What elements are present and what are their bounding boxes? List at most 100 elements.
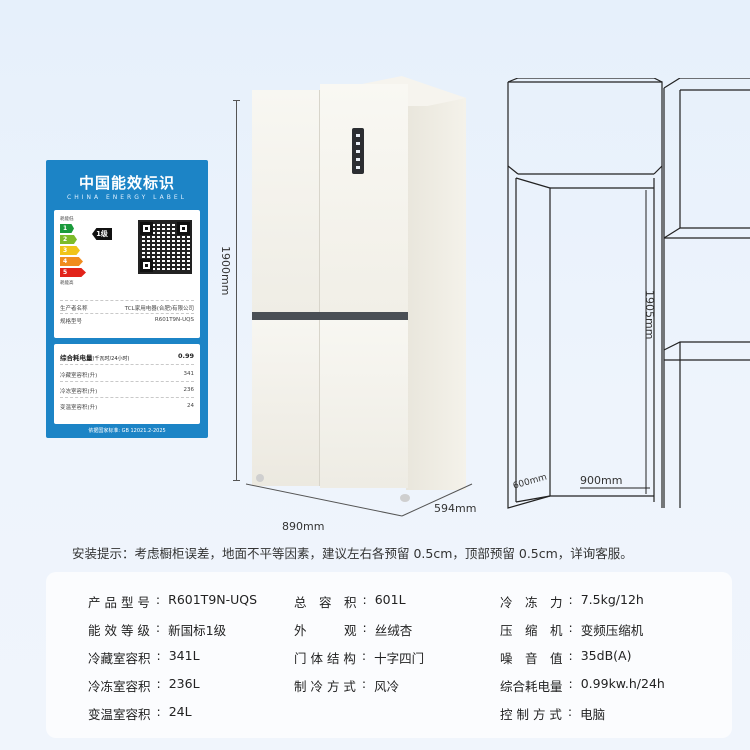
energy-grade-panel: 耗能低 1 2 3 4 5 1级 耗能高 生产者名称 TCL家用电器(合肥)有限…	[54, 210, 200, 338]
spec-separator: :	[155, 620, 161, 635]
spec-key: 噪 音 值	[500, 651, 563, 666]
spec-value: 新国标1级	[168, 623, 227, 638]
spec-value: 236L	[168, 676, 200, 691]
label-data-key: 变温室容积(升)	[60, 405, 98, 411]
fridge-handle-strip	[252, 312, 408, 320]
spec-key: 综合耗电量	[500, 679, 563, 694]
spec-item: 总 容 积 : 601L	[294, 592, 406, 611]
label-data-row: 冷藏室容积(升) 341	[60, 371, 194, 379]
spec-key: 冷冻室容积	[88, 679, 151, 694]
spec-separator: :	[568, 676, 573, 691]
spec-item: 能 效 等 级 : 新国标1级	[88, 620, 226, 639]
spec-separator: :	[568, 592, 573, 607]
spec-panel: 产 品 型 号 : R601T9N-UQS 能 效 等 级 : 新国标1级 冷藏…	[46, 572, 732, 738]
spec-key: 冷藏室容积	[88, 651, 151, 666]
cabinet-diagram: 1905mm 900mm 600mm	[504, 78, 750, 518]
consumption-key: 综合耗电量	[60, 354, 93, 362]
fridge-door-lower-left	[252, 320, 320, 486]
spec-value: 风冷	[374, 679, 400, 694]
label-data-value: 24	[187, 403, 194, 409]
spec-value: 601L	[374, 592, 406, 607]
label-data-value: 236	[183, 387, 195, 393]
spec-value: 341L	[168, 648, 200, 663]
spec-item: 冷冻室容积 : 236L	[88, 676, 200, 695]
spec-value: 丝绒杏	[374, 623, 413, 638]
cabinet-outline	[507, 78, 750, 509]
spec-item: 产 品 型 号 : R601T9N-UQS	[88, 592, 257, 611]
low-consumption-text: 耗能低	[60, 217, 74, 222]
spec-item: 外 观 : 丝绒杏	[294, 620, 412, 639]
consumption-row: 综合耗电量(千瓦时/24小时) 0.99	[60, 352, 194, 362]
fridge-foot	[256, 474, 264, 482]
spec-key: 制 冷 方 式	[294, 679, 356, 694]
spec-value: 变频压缩机	[580, 623, 644, 638]
spec-key: 变温室容积	[88, 707, 151, 722]
grade-scale: 1 2 3 4 5	[60, 224, 90, 277]
fridge-door-lower-right	[320, 320, 408, 488]
model-key: 规格型号	[60, 319, 83, 325]
spec-item: 变温室容积 : 24L	[88, 704, 192, 723]
spec-separator: :	[155, 592, 161, 607]
fridge-door-upper-left	[252, 90, 320, 312]
control-display-icon	[352, 128, 364, 174]
current-grade-badge: 1级	[92, 228, 112, 240]
qr-code-icon	[138, 220, 192, 274]
spec-item: 门 体 结 构 : 十字四门	[294, 648, 424, 667]
label-data-row: 变温室容积(升) 24	[60, 403, 194, 411]
spec-separator: :	[567, 704, 573, 719]
grade-bar-1: 1	[60, 224, 74, 233]
label-data-key: 冷藏室容积(升)	[60, 373, 98, 379]
spec-item: 控 制 方 式 : 电脑	[500, 704, 605, 723]
model-value: R601T9N-UQS	[154, 317, 194, 323]
fridge-height-dimension: 1900mm	[219, 246, 232, 296]
spec-key: 控 制 方 式	[500, 707, 562, 722]
energy-label: 中国能效标识 CHINA ENERGY LABEL 耗能低 1 2 3 4 5 …	[46, 160, 208, 438]
install-tip: 安装提示：考虑橱柜误差，地面不平等因素，建议左右各预留 0.5cm，顶部预留 0…	[72, 546, 633, 561]
spec-key: 外 观	[294, 623, 357, 638]
spec-separator: :	[362, 620, 367, 635]
energy-label-footer: 依据国家标准: GB 12021.2-2025	[88, 428, 166, 434]
grade-bar-5: 5	[60, 268, 86, 277]
energy-data-panel: 综合耗电量(千瓦时/24小时) 0.99 冷藏室容积(升) 341 冷冻室容积(…	[54, 344, 200, 424]
fridge-foot	[400, 494, 410, 502]
spec-value: 24L	[168, 704, 192, 719]
spec-separator: :	[361, 648, 367, 663]
spec-key: 冷 冻 力	[500, 595, 563, 610]
cabinet-width-dimension: 900mm	[580, 474, 623, 487]
spec-item: 制 冷 方 式 : 风冷	[294, 676, 399, 695]
spec-key: 产 品 型 号	[88, 595, 150, 610]
consumption-value: 0.99	[177, 352, 194, 360]
manufacturer-key: 生产者名称	[60, 306, 88, 312]
energy-label-title: 中国能效标识	[78, 174, 175, 192]
spec-value: 7.5kg/12h	[580, 592, 644, 607]
spec-item: 冷藏室容积 : 341L	[88, 648, 200, 667]
spec-item: 压 缩 机 : 变频压缩机	[500, 620, 643, 639]
spec-separator: :	[361, 676, 367, 691]
high-consumption-text: 耗能高	[60, 281, 74, 286]
fridge-illustration: 1900mm 890mm 594mm	[219, 70, 506, 533]
spec-item: 噪 音 值 : 35dB(A)	[500, 648, 631, 667]
energy-label-subtitle: CHINA ENERGY LABEL	[67, 194, 187, 201]
cabinet-height-dimension: 1905mm	[643, 290, 656, 340]
manufacturer-value: TCL家用电器(合肥)有限公司	[124, 306, 194, 312]
spec-separator: :	[156, 704, 161, 719]
spec-value: 0.99kw.h/24h	[580, 676, 665, 691]
manufacturer-row: 生产者名称 TCL家用电器(合肥)有限公司	[60, 304, 194, 312]
fridge-side-panel	[406, 78, 466, 490]
fridge-base-dimensions	[245, 483, 473, 517]
grade-bar-2: 2	[60, 235, 77, 244]
spec-value: 十字四门	[374, 651, 425, 666]
fridge-depth-dimension: 594mm	[434, 502, 477, 515]
spec-value: 35dB(A)	[580, 648, 632, 663]
spec-separator: :	[362, 592, 367, 607]
label-data-row: 冷冻室容积(升) 236	[60, 387, 194, 395]
fridge-width-dimension: 890mm	[282, 520, 325, 533]
consumption-unit: (千瓦时/24小时)	[92, 356, 130, 362]
spec-item: 冷 冻 力 : 7.5kg/12h	[500, 592, 644, 611]
spec-separator: :	[156, 648, 161, 663]
spec-key: 压 缩 机	[500, 623, 563, 638]
spec-key: 能 效 等 级	[88, 623, 150, 638]
spec-value: R601T9N-UQS	[168, 592, 258, 607]
grade-bar-3: 3	[60, 246, 80, 255]
label-data-key: 冷冻室容积(升)	[60, 389, 98, 395]
